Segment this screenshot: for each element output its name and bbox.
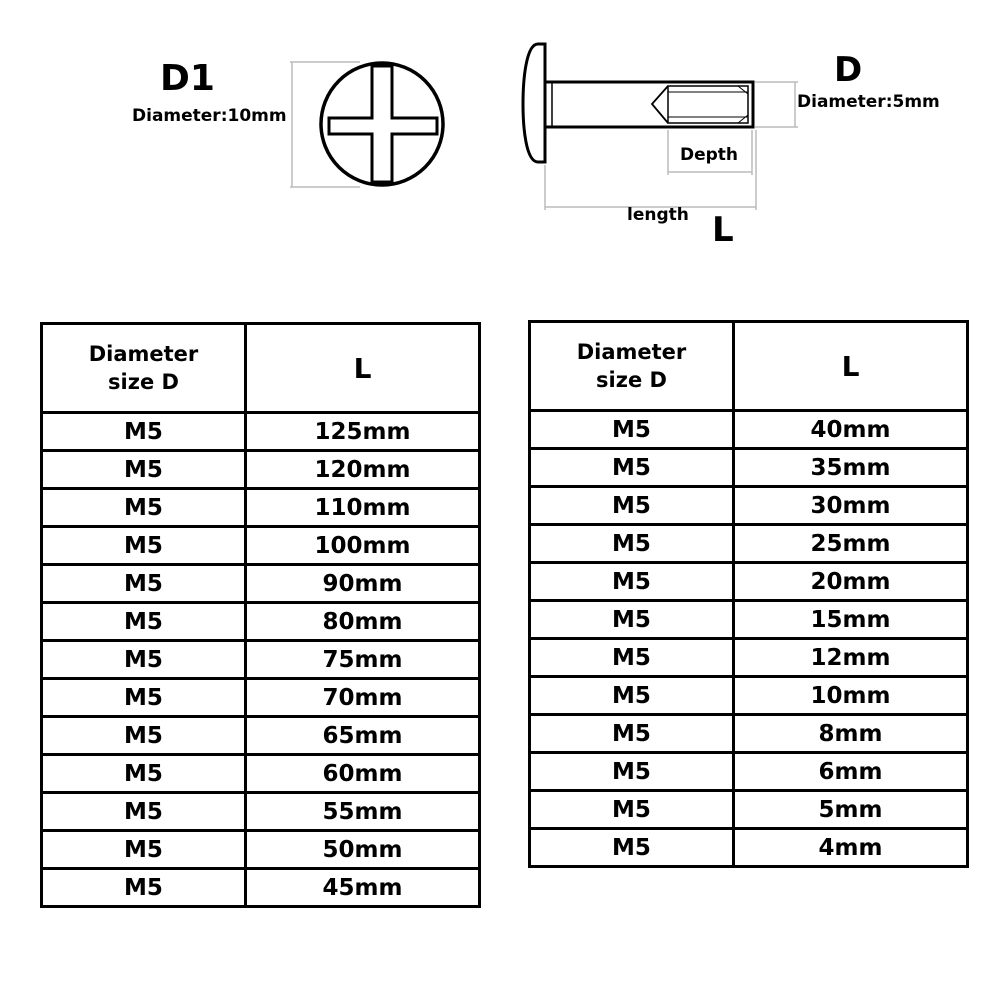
cell-length: 80mm <box>244 601 481 642</box>
thread-diameter-label: Diameter:5mm <box>797 92 940 112</box>
cell-diameter: M5 <box>40 487 247 528</box>
header-length: L <box>244 322 481 414</box>
cell-length: 25mm <box>732 523 969 564</box>
cell-diameter: M5 <box>40 449 247 490</box>
bolt-side-view <box>521 42 755 164</box>
head-view-title: D1 <box>160 58 215 99</box>
header-diameter-line1: Diameter <box>576 340 687 364</box>
header-diameter: Diameter size D <box>528 320 735 412</box>
cell-length: 110mm <box>244 487 481 528</box>
cell-diameter: M5 <box>528 751 735 792</box>
head-diameter-label: Diameter:10mm <box>132 106 287 126</box>
cell-diameter: M5 <box>528 523 735 564</box>
cell-diameter: M5 <box>40 677 247 718</box>
cell-diameter: M5 <box>528 713 735 754</box>
cell-length: 40mm <box>732 409 969 450</box>
depth-label: Depth <box>680 145 739 165</box>
cell-diameter: M5 <box>40 867 247 908</box>
cell-diameter: M5 <box>528 599 735 640</box>
cell-diameter: M5 <box>40 715 247 756</box>
length-symbol: L <box>712 210 734 250</box>
header-diameter-line1: Diameter <box>88 342 199 366</box>
cell-diameter: M5 <box>528 675 735 716</box>
table-header-row: Diameter size D L <box>528 320 969 412</box>
side-dimension-lines <box>544 81 798 210</box>
cell-length: 8mm <box>732 713 969 754</box>
head-dimension-lines <box>290 61 360 188</box>
cell-diameter: M5 <box>528 827 735 868</box>
cell-length: 15mm <box>732 599 969 640</box>
cell-diameter: M5 <box>528 561 735 602</box>
header-diameter: Diameter size D <box>40 322 247 414</box>
cell-diameter: M5 <box>40 829 247 870</box>
cell-diameter: M5 <box>528 485 735 526</box>
bolt-drawing <box>290 42 798 210</box>
cell-length: 35mm <box>732 447 969 488</box>
cell-length: 55mm <box>244 791 481 832</box>
cell-diameter: M5 <box>40 753 247 794</box>
bolt-head-top-view <box>319 61 445 187</box>
cell-diameter: M5 <box>528 789 735 830</box>
cell-diameter: M5 <box>528 409 735 450</box>
cell-length: 60mm <box>244 753 481 794</box>
header-diameter-line2: size D <box>596 368 667 392</box>
cell-length: 120mm <box>244 449 481 490</box>
cell-length: 5mm <box>732 789 969 830</box>
header-length: L <box>732 320 969 412</box>
cell-diameter: M5 <box>40 563 247 604</box>
cell-length: 125mm <box>244 411 481 452</box>
cell-length: 10mm <box>732 675 969 716</box>
cell-length: 6mm <box>732 751 969 792</box>
cell-diameter: M5 <box>40 639 247 680</box>
cell-length: 100mm <box>244 525 481 566</box>
side-view-title: D <box>834 50 863 90</box>
cell-length: 90mm <box>244 563 481 604</box>
cell-diameter: M5 <box>40 791 247 832</box>
cell-length: 65mm <box>244 715 481 756</box>
header-diameter-line2: size D <box>108 370 179 394</box>
cell-length: 20mm <box>732 561 969 602</box>
cell-length: 12mm <box>732 637 969 678</box>
cell-diameter: M5 <box>40 525 247 566</box>
cell-diameter: M5 <box>528 447 735 488</box>
cell-length: 50mm <box>244 829 481 870</box>
cell-diameter: M5 <box>528 637 735 678</box>
cell-length: 70mm <box>244 677 481 718</box>
length-label: length <box>627 205 689 225</box>
cell-length: 75mm <box>244 639 481 680</box>
cell-diameter: M5 <box>40 601 247 642</box>
cell-length: 45mm <box>244 867 481 908</box>
cell-length: 4mm <box>732 827 969 868</box>
cell-length: 30mm <box>732 485 969 526</box>
table-header-row: Diameter size D L <box>40 322 481 414</box>
cell-diameter: M5 <box>40 411 247 452</box>
